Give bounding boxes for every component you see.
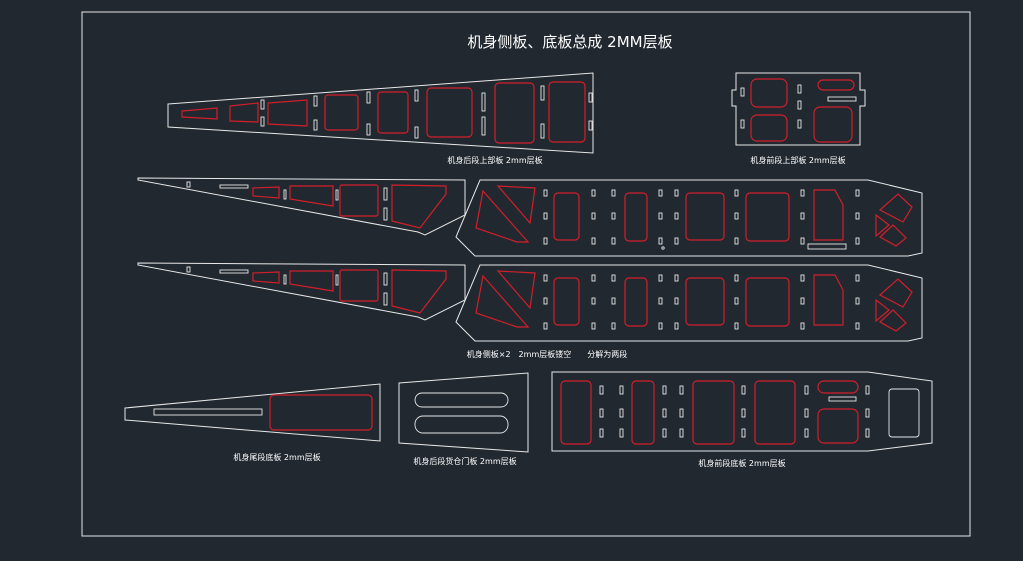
label-tail-bottom-plate: 机身尾段底板 2mm层板	[233, 452, 320, 462]
label-side-panels: 机身侧板×2 2mm层板镂空 分解为两段	[467, 349, 627, 359]
front-bottom-plate	[551, 371, 933, 452]
rear-top-plate	[167, 72, 594, 154]
side-panel-2-front	[455, 264, 923, 342]
side-panel-2-rear	[137, 262, 466, 321]
front-top-plate	[731, 72, 866, 146]
tail-bottom-plate	[124, 383, 381, 442]
label-front-top-plate: 机身前段上部板 2mm层板	[750, 155, 845, 165]
label-front-bottom-plate: 机身前段底板 2mm层板	[698, 458, 785, 468]
label-rear-hatch-plate: 机身后段货仓门板 2mm层板	[413, 456, 516, 466]
drawing-frame	[81, 11, 971, 537]
rear-hatch-plate	[398, 372, 529, 453]
label-rear-top-plate: 机身后段上部板 2mm层板	[447, 155, 542, 165]
side-panel-1-rear	[137, 177, 466, 236]
side-panel-1-front	[455, 179, 923, 257]
drawing-title: 机身侧板、底板总成 2MM层板	[467, 33, 672, 51]
